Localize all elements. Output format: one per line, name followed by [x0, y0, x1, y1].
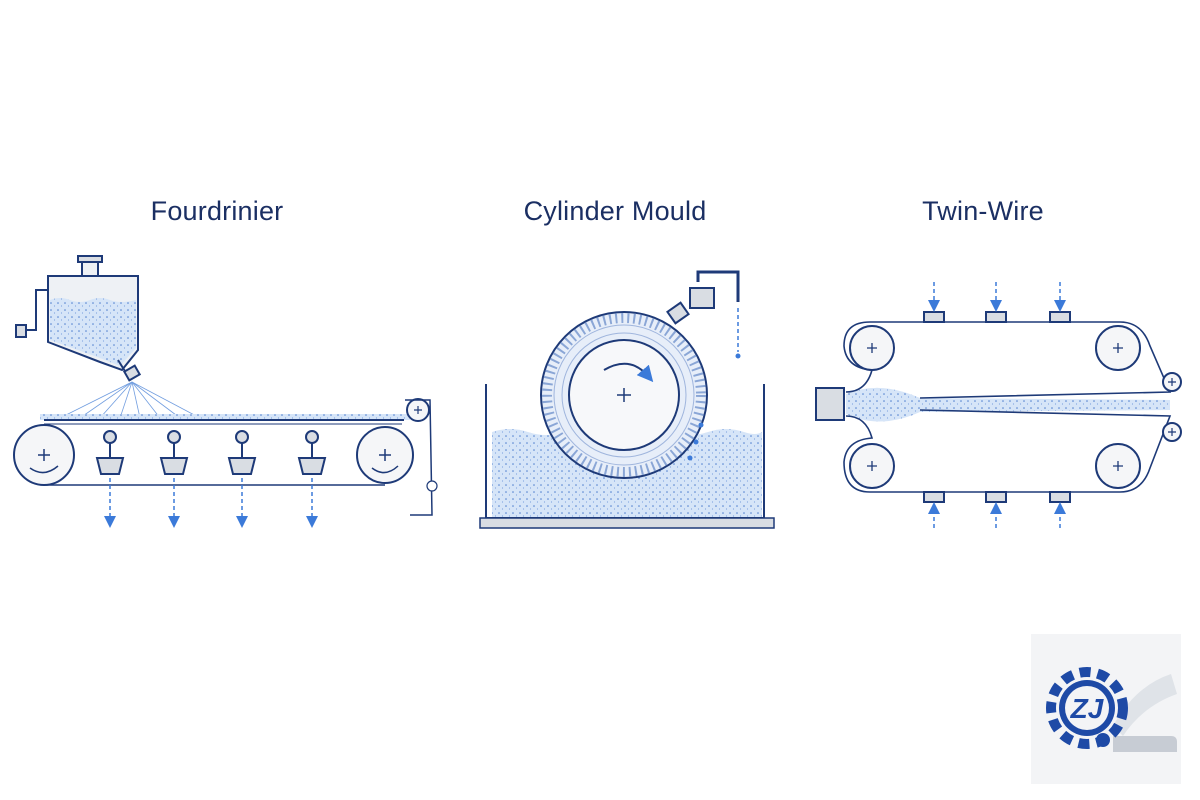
twin-wire-diagram — [815, 282, 1182, 528]
twin-headbox — [815, 387, 845, 421]
fourdrinier-title: Fourdrinier — [150, 196, 284, 226]
stock-spray — [59, 381, 201, 419]
company-logo: ZJ — [1031, 634, 1181, 784]
headbox — [15, 255, 142, 382]
gear-logo-icon: ZJ — [1046, 667, 1177, 752]
spray-pipe — [666, 270, 740, 325]
svg-text:ZJ: ZJ — [1070, 693, 1105, 724]
cylinder-mould-diagram — [479, 270, 775, 529]
cylinder-mould-title: Cylinder Mould — [523, 196, 707, 226]
suction-boxes — [95, 430, 327, 475]
stock-layer — [40, 414, 410, 420]
twin-stock-layer — [846, 387, 1170, 422]
twin-arrows — [928, 282, 1066, 528]
fourdrinier-diagram — [13, 255, 438, 528]
cylinder-mesh — [553, 324, 695, 466]
drainage-arrows — [104, 478, 318, 528]
twin-wire-title: Twin-Wire — [922, 196, 1044, 226]
